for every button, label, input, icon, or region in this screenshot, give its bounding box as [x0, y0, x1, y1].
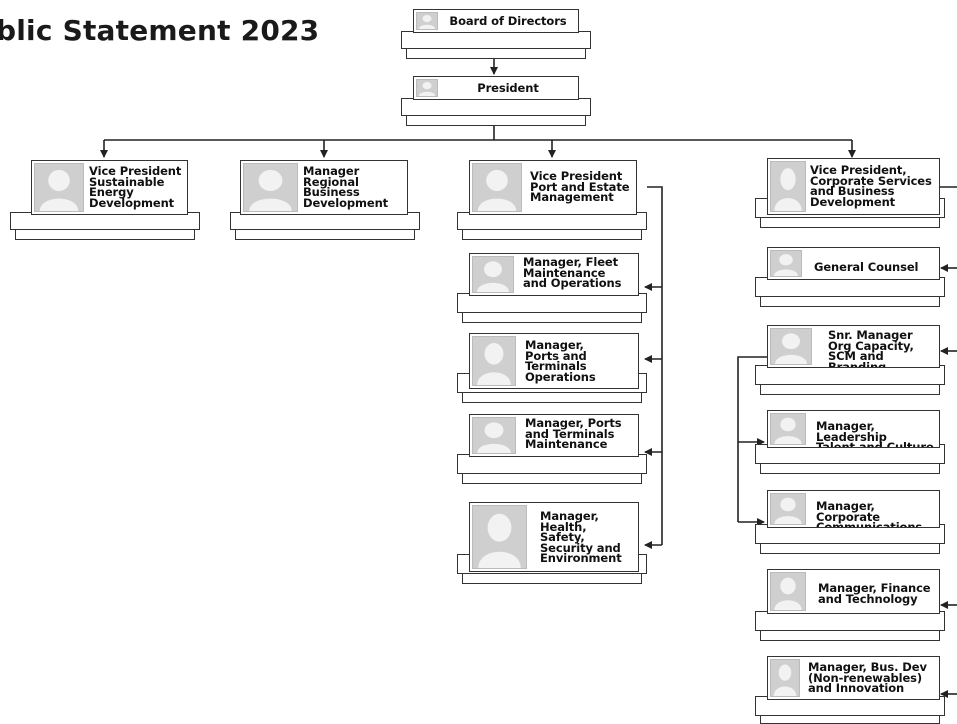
- node-title: Manager, Corporate Communications: [816, 499, 923, 528]
- node-manager-ports-terminals-maint: Manager, Ports and Terminals Maintenance: [457, 414, 647, 486]
- avatar-placeholder-icon: [770, 659, 800, 697]
- node-title: Manager, Bus. Dev (Non-renewables) and I…: [808, 660, 927, 695]
- edge-snr-org-spine: [737, 356, 767, 522]
- avatar-placeholder-icon: [770, 572, 806, 611]
- node-title: Board of Directors: [449, 14, 567, 28]
- avatar-placeholder-icon: [770, 413, 806, 445]
- avatar-placeholder-icon: [472, 505, 527, 569]
- node-manager-bus-dev: Manager, Bus. Dev (Non-renewables) and I…: [755, 656, 945, 724]
- node-vp-corporate-services: Vice President, Corporate Services and B…: [755, 158, 945, 238]
- avatar-placeholder-icon: [34, 163, 84, 212]
- node-manager-corp-comms: Manager, Corporate Communications: [755, 490, 945, 556]
- node-manager-ports-terminals-ops: Manager, Ports and Terminals Operations: [457, 333, 647, 405]
- node-title: Manager, Leadership Talent and Culture: [816, 419, 934, 448]
- node-title: Manager, Health, Safety, Security and En…: [540, 509, 622, 565]
- node-vp-sustainable-energy: Vice President Sustainable Energy Develo…: [10, 160, 200, 240]
- page-title: blic Statement 2023: [0, 14, 320, 47]
- node-manager-leadership: Manager, Leadership Talent and Culture: [755, 410, 945, 476]
- avatar-placeholder-icon: [243, 163, 298, 212]
- node-title: Manager, Fleet Maintenance and Operation…: [523, 255, 622, 290]
- node-title: Vice President Port and Estate Managemen…: [530, 169, 630, 204]
- node-manager-finance-tech: Manager, Finance and Technology: [755, 569, 945, 641]
- node-manager-regional-business: Manager Regional Business Development: [230, 160, 420, 240]
- node-title: General Counsel: [814, 260, 919, 274]
- node-vp-port-estate: Vice President Port and Estate Managemen…: [457, 160, 647, 240]
- node-title: Vice President Sustainable Energy Develo…: [89, 164, 182, 210]
- node-title: President: [477, 81, 539, 95]
- node-title: Snr. Manager Org Capacity, SCM and Brand…: [828, 328, 914, 368]
- avatar-placeholder-icon: [770, 161, 806, 212]
- node-general-counsel: General Counsel: [755, 247, 945, 309]
- node-title: Manager, Ports and Terminals Operations: [525, 338, 596, 384]
- avatar-placeholder-icon: [472, 256, 514, 293]
- edge-vp-pem-spine: [647, 186, 663, 545]
- node-president: President: [401, 76, 591, 128]
- avatar-placeholder-icon: [416, 79, 438, 97]
- node-title: Vice President, Corporate Services and B…: [810, 163, 932, 209]
- node-title: Manager, Finance and Technology: [818, 581, 931, 606]
- node-manager-hsse: Manager, Health, Safety, Security and En…: [457, 502, 647, 584]
- avatar-placeholder-icon: [770, 328, 812, 365]
- avatar-placeholder-icon: [472, 163, 522, 212]
- node-manager-fleet: Manager, Fleet Maintenance and Operation…: [457, 253, 647, 325]
- node-title: Manager, Ports and Terminals Maintenance: [525, 416, 622, 451]
- avatar-placeholder-icon: [770, 250, 802, 277]
- node-board-of-directors: Board of Directors: [401, 9, 591, 61]
- node-title: Manager Regional Business Development: [303, 164, 389, 210]
- avatar-placeholder-icon: [770, 493, 806, 525]
- avatar-placeholder-icon: [472, 417, 516, 454]
- avatar-placeholder-icon: [472, 336, 516, 386]
- node-snr-manager-org: Snr. Manager Org Capacity, SCM and Brand…: [755, 325, 945, 397]
- avatar-placeholder-icon: [416, 12, 438, 30]
